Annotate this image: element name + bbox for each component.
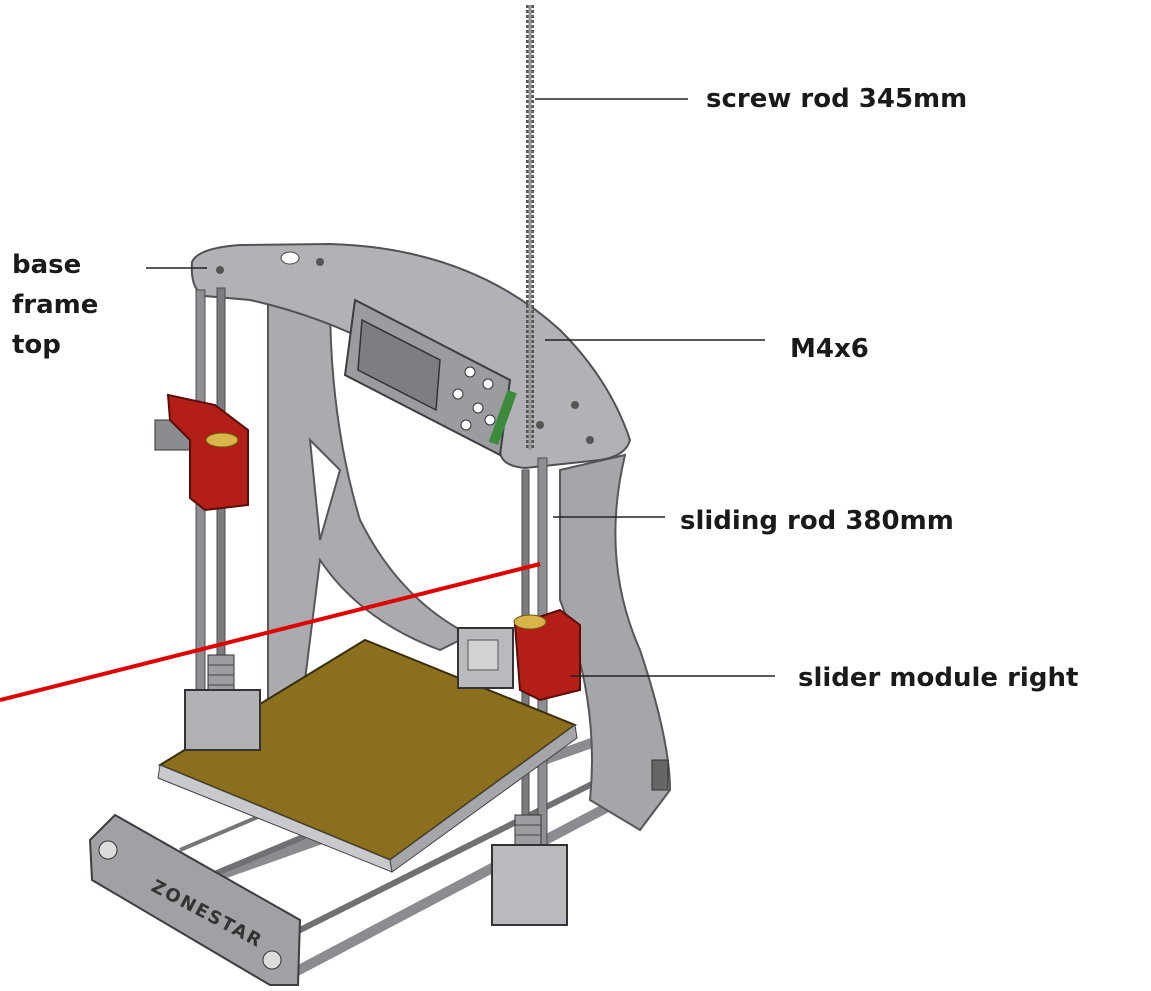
label-screw-rod: screw rod 345mm (706, 84, 968, 114)
label-top: top (12, 330, 61, 360)
slider-module-icon (513, 608, 581, 702)
label-base: base (12, 250, 82, 280)
red-callout-line (0, 562, 541, 702)
side-frame-left (267, 288, 473, 732)
stepper-motor-icon (457, 627, 514, 689)
slider-module-left-icon (154, 393, 249, 512)
label-slider-module-right: slider module right (798, 663, 1079, 693)
leader-lines (146, 98, 775, 677)
label-frame: frame (12, 290, 99, 320)
coupler-icon (184, 654, 568, 926)
front-plate: ZONESTAR (88, 813, 302, 986)
label-base-frame-top: base frame top (12, 245, 98, 365)
lcd-screen-icon (343, 298, 517, 457)
label-sliding-rod: sliding rod 380mm (680, 506, 954, 536)
label-m4x6: M4x6 (790, 334, 869, 364)
side-frame-right (559, 453, 672, 832)
print-bed (157, 638, 578, 873)
